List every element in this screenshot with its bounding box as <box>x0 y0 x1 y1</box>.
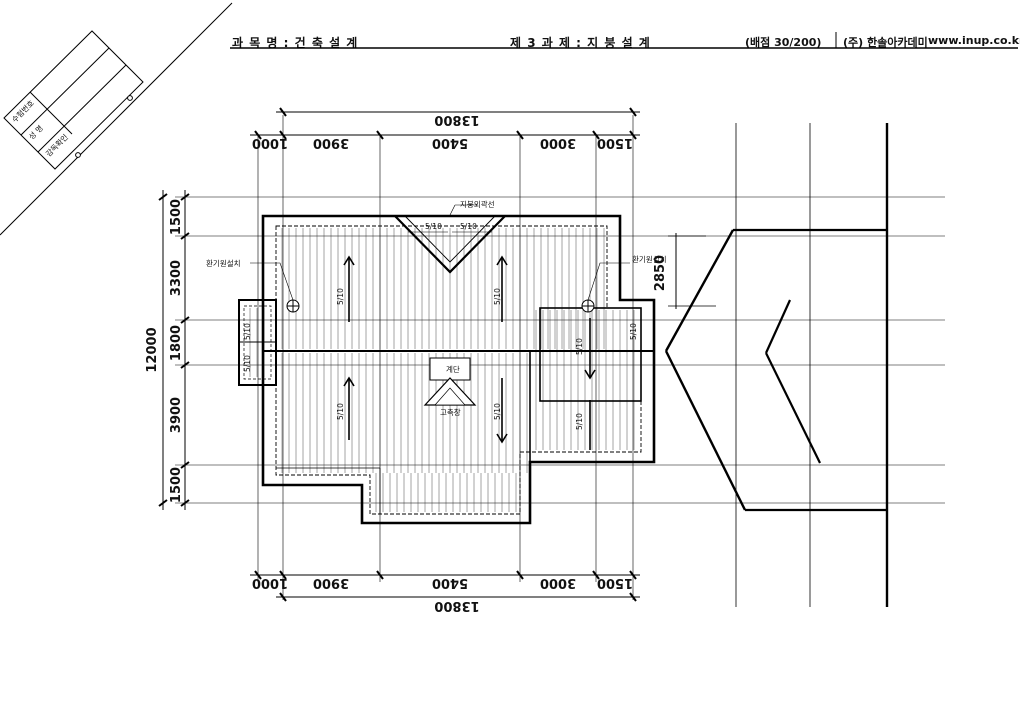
vent-left-label: 환기원설치 <box>206 258 241 268</box>
dim-left-seg-4: 3900 <box>169 397 184 433</box>
dim-bottom-total: 13800 <box>434 598 479 613</box>
slope-label-9: 5/10 <box>243 355 252 372</box>
dim-top-seg-2: 3900 <box>313 135 349 150</box>
dim-top-seg-5: 1500 <box>597 135 633 150</box>
left-dimension-line <box>158 190 190 510</box>
vent-leaders <box>250 262 630 301</box>
skylight <box>423 357 477 406</box>
slope-arrows <box>343 255 596 450</box>
slope-label-8: 5/10 <box>243 323 252 340</box>
task-title: 제 3 과 제 : 지 붕 설 계 <box>510 36 651 50</box>
dim-left-total: 12000 <box>145 327 160 372</box>
slope-label-v2: 5/10 <box>460 222 477 231</box>
grid-lines <box>175 115 945 600</box>
bottom-dimension-line <box>250 570 640 602</box>
dim-bottom-seg-1: 1000 <box>252 575 288 590</box>
dim-bottom-seg-5: 1500 <box>597 575 633 590</box>
roof-valley <box>394 204 506 274</box>
skylight-label: 고측창 <box>440 408 461 417</box>
roof-outline-label: 지붕외곽선 <box>460 199 495 209</box>
website-url: www.inup.co.kr <box>928 34 1020 47</box>
dim-bottom-seg-4: 3000 <box>540 575 576 590</box>
stamp-exam-number: 수험번호 <box>10 98 36 124</box>
vent-circle-right <box>581 299 595 313</box>
subject-title: 과 목 명 : 건 축 설 계 <box>232 36 359 50</box>
slope-label-2: 5/10 <box>336 403 345 420</box>
stamp-name: 성 명 <box>26 123 45 142</box>
slope-label-4: 5/10 <box>493 403 502 420</box>
dim-top-seg-4: 3000 <box>540 135 576 150</box>
slope-label-5: 5/10 <box>575 338 584 355</box>
slope-label-1: 5/10 <box>336 288 345 305</box>
vent-right-label: 환기원설치 <box>632 254 667 264</box>
roof-hatching <box>249 228 635 512</box>
dim-top-total: 13800 <box>434 112 479 127</box>
company-name: (주) 한솔아카데미 <box>843 36 928 49</box>
slope-label-v1: 5/10 <box>425 222 442 231</box>
dim-left-seg-2: 3300 <box>169 260 184 296</box>
dim-left-seg-1: 1500 <box>169 199 184 235</box>
slope-label-7: 5/10 <box>629 323 638 340</box>
slope-label-3: 5/10 <box>493 288 502 305</box>
top-dimension-line <box>250 107 640 140</box>
stamp-box <box>0 2 233 236</box>
slope-label-6: 5/10 <box>575 413 584 430</box>
header-rule <box>230 32 1018 49</box>
dim-top-seg-1: 1000 <box>252 135 288 150</box>
stair-label: 계단 <box>446 364 460 374</box>
dim-bottom-seg-2: 3900 <box>313 575 349 590</box>
dim-left-seg-5: 1500 <box>169 467 184 503</box>
elevation-height: 2850 <box>653 255 668 291</box>
vent-circle-left <box>286 299 300 313</box>
stamp-supervisor: 감독확인 <box>43 132 70 159</box>
dim-top-seg-3: 5400 <box>432 135 468 150</box>
elevation-sketch <box>664 123 889 607</box>
score-label: (배점 30/200) <box>745 36 822 49</box>
dim-bottom-seg-3: 5400 <box>432 575 468 590</box>
dim-left-seg-3: 1800 <box>169 325 184 361</box>
